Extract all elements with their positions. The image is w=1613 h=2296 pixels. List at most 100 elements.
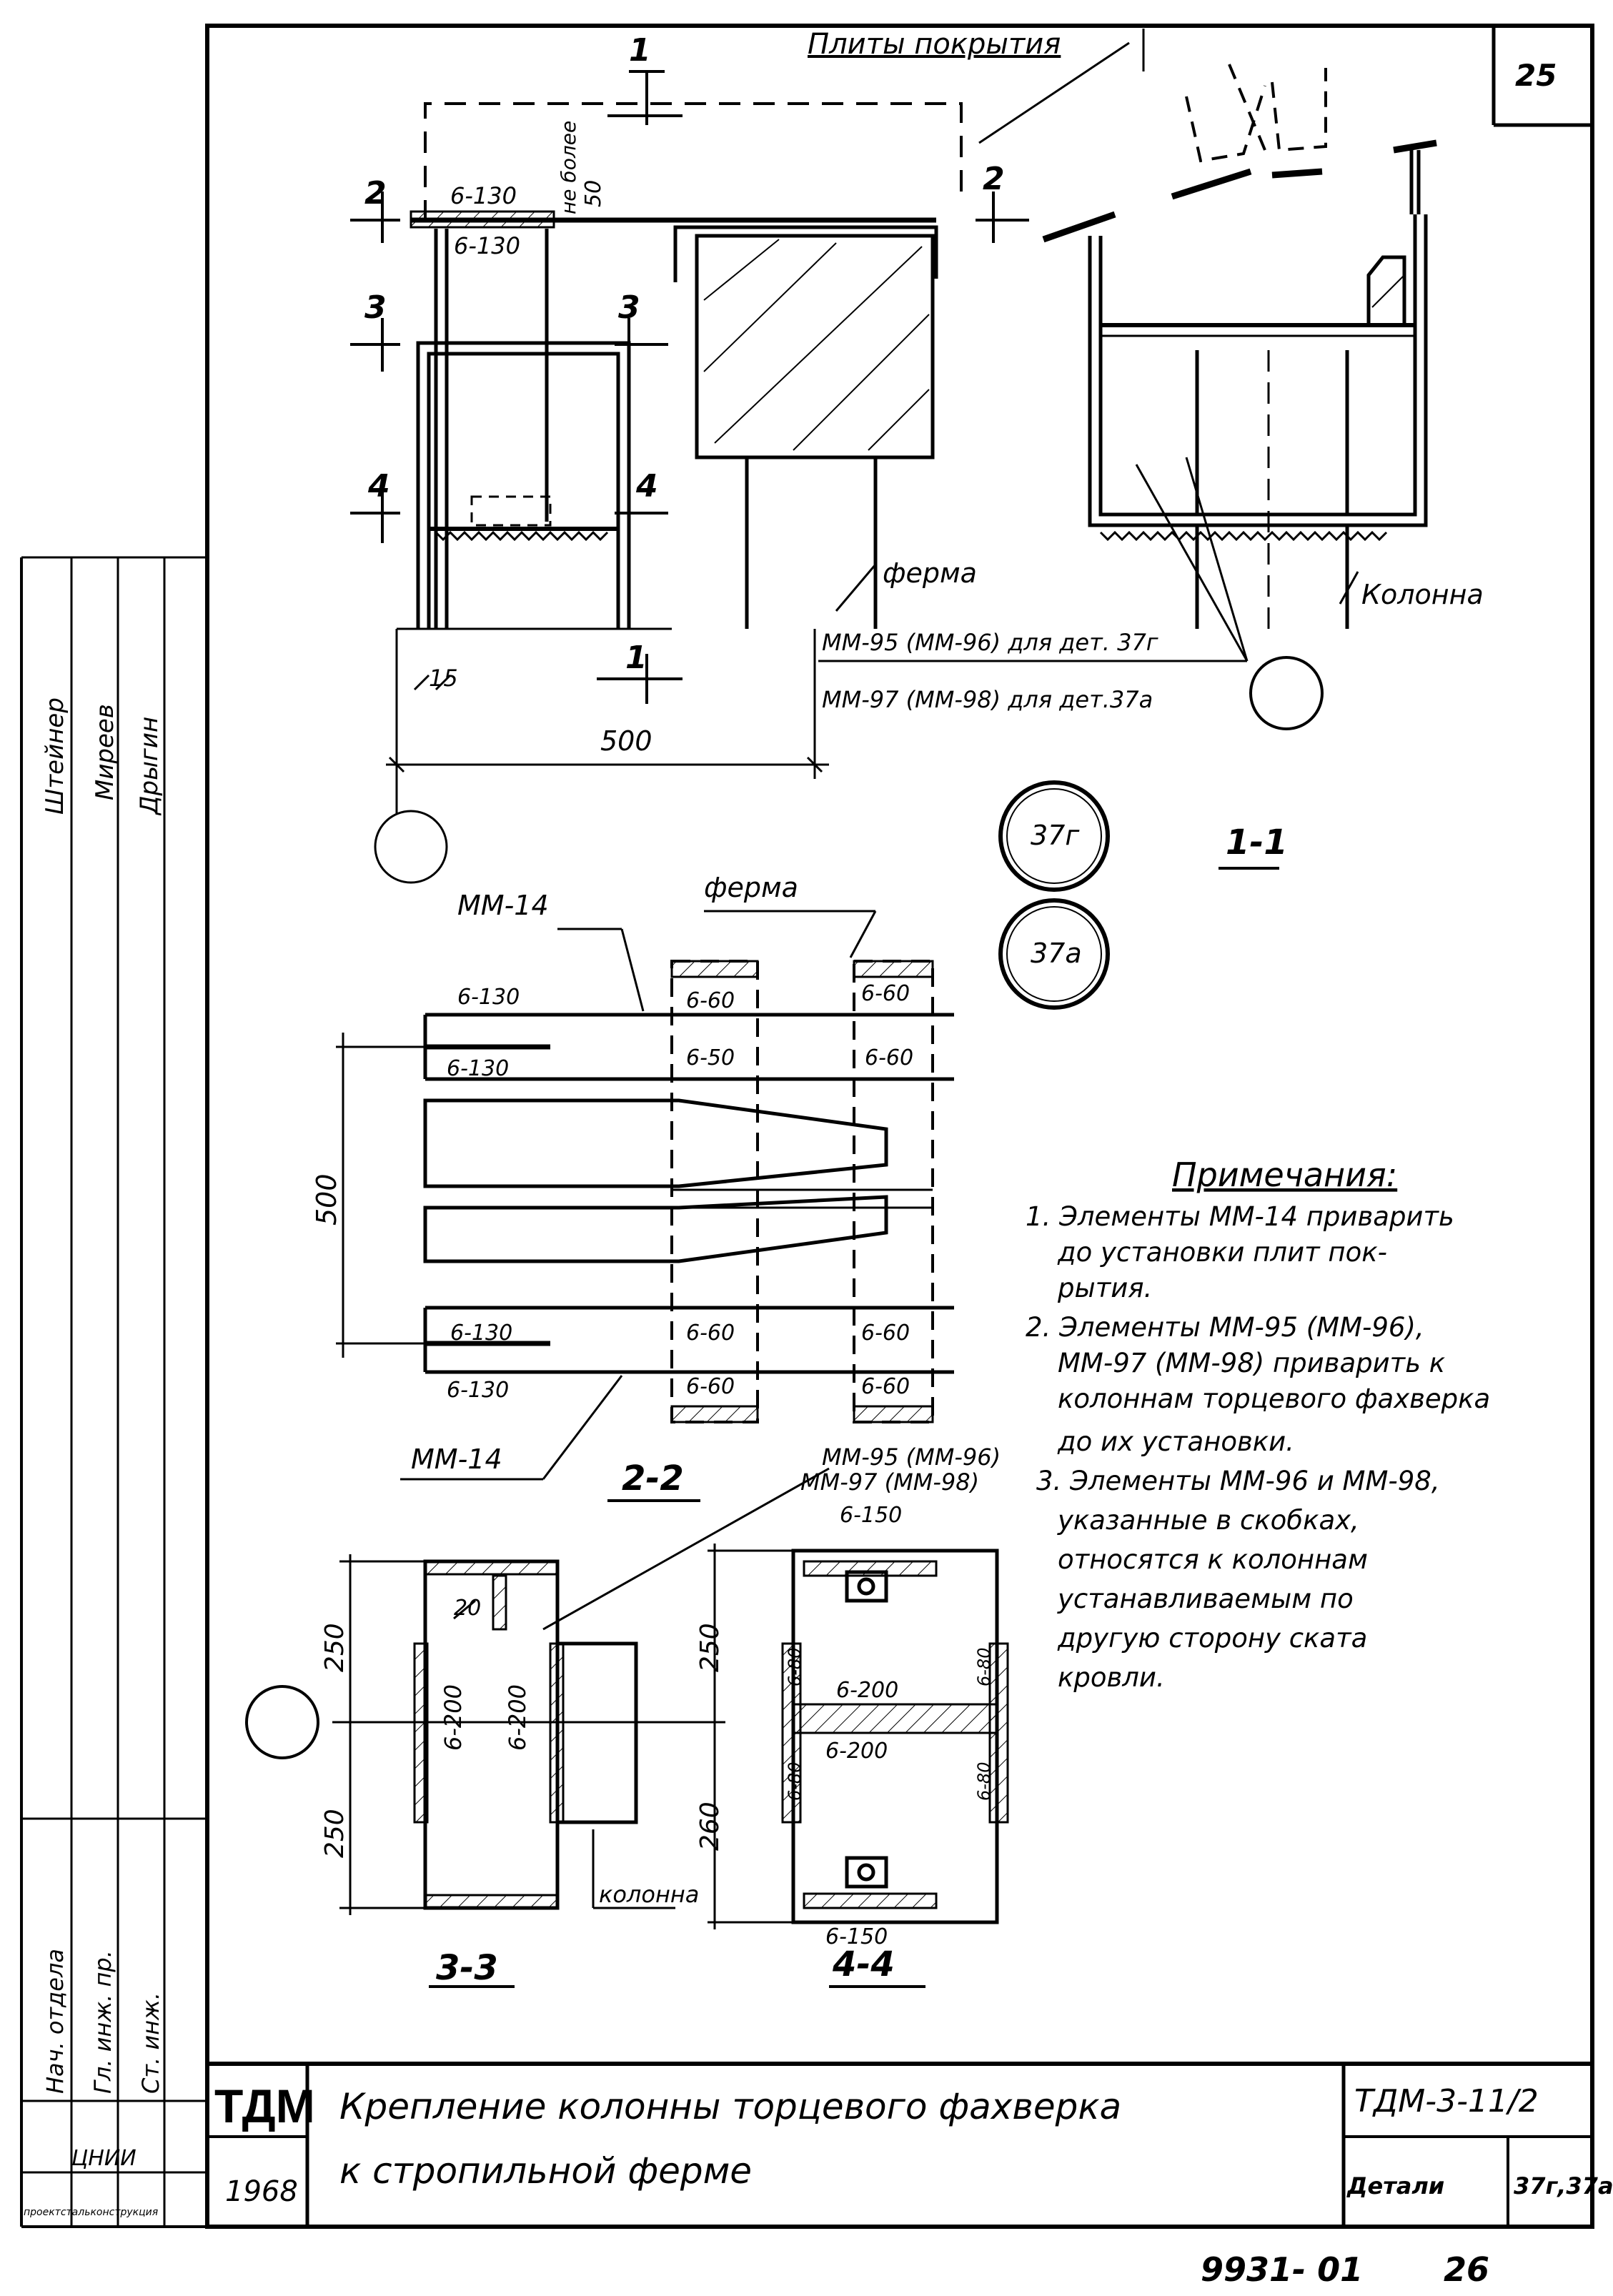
cut-2-left-label: 2 xyxy=(364,175,387,212)
section-4-4-view xyxy=(708,1544,1009,1988)
weld-label: 6-200 xyxy=(440,1684,467,1751)
section-2-labels: ММ-14 ММ-14 ферма 500 6-130 6-130 6-60 6… xyxy=(311,872,913,1499)
view-1-1-label: 1-1 xyxy=(1226,823,1288,863)
cut-1-top-label: 1 xyxy=(629,32,651,69)
callout-37g: 37г xyxy=(1031,820,1080,851)
view-2-2-label: 2-2 xyxy=(622,1458,684,1499)
weld-label: 6-60 xyxy=(686,988,735,1013)
dim-250-label: 250 xyxy=(695,1623,725,1672)
weld-label: 6-80 xyxy=(974,1648,994,1686)
mm14-top-label: ММ-14 xyxy=(457,890,549,921)
weld-label: 6-130 xyxy=(450,182,517,209)
cut-4-left-label: 4 xyxy=(367,468,390,505)
drawing-title-line1: Крепление колонны торцевого фахверка xyxy=(339,2086,1121,2127)
dim-20-label: 20 xyxy=(454,1596,481,1621)
truss-label: ферма xyxy=(704,872,798,903)
title-block: ТДМ 1968 Крепление колонны торцевого фах… xyxy=(214,2079,1613,2208)
weld-label: 6-130 xyxy=(447,1056,509,1081)
weld-top-label: 6-150 xyxy=(840,1503,902,1528)
mm97-label: ММ-97 (ММ-98) xyxy=(800,1468,979,1496)
weld-label: 6-60 xyxy=(861,981,910,1006)
caption-37g: ММ-95 (ММ-96) для дет. 37г xyxy=(822,629,1158,656)
drawing-title-line2: к стропильной ферме xyxy=(339,2150,752,2192)
weld-label: 6-130 xyxy=(457,985,520,1010)
weld-label: 6-60 xyxy=(686,1321,735,1346)
weld-label: 6-130 xyxy=(450,1321,512,1346)
sheet-number: 25 xyxy=(1515,58,1557,93)
weld-label: 6-80 xyxy=(785,1762,805,1801)
weld-label: 6-80 xyxy=(974,1762,994,1801)
dim-250-bottom-label: 250 xyxy=(320,1809,349,1858)
detail-label: Детали xyxy=(1346,2172,1444,2200)
section-3-labels: 250 250 20 6-200 6-200 колонна 3-3 xyxy=(320,1596,699,1988)
note-line: до их установки. xyxy=(1057,1426,1294,1457)
dim-500-label: 500 xyxy=(600,725,652,757)
dimensions-section-1 xyxy=(374,629,829,884)
notes-title: Примечания: xyxy=(1172,1156,1397,1194)
dim-15-label: 15 xyxy=(429,665,458,692)
note-line: 1. Элементы ММ-14 приварить xyxy=(1026,1201,1454,1232)
stamp-org: ЦНИИ xyxy=(71,2146,137,2171)
weld-label: 6-60 xyxy=(861,1374,910,1399)
stamp-role: Ст. инж. xyxy=(137,1992,164,2094)
column-label: Колонна xyxy=(1361,579,1484,610)
cut-3-right-label: 3 xyxy=(618,289,640,326)
note-line: относятся к колоннам xyxy=(1058,1544,1368,1575)
mm14-bottom-label: ММ-14 xyxy=(411,1443,502,1475)
section-4-labels: ММ-95 (ММ-96) ММ-97 (ММ-98) 6-150 6-150 … xyxy=(695,1443,1001,1984)
cut-3-left-label: 3 xyxy=(364,289,387,326)
section-2-2-plan xyxy=(336,910,954,1502)
dim-250-top-label: 250 xyxy=(320,1623,349,1672)
weld-label: 6-200 xyxy=(836,1678,898,1703)
cut-2-right-label: 2 xyxy=(983,161,1005,197)
section-1-labels: Плиты покрытия 1 1 2 2 3 3 4 4 6-130 6-1… xyxy=(364,28,1484,863)
view-4-4-label: 4-4 xyxy=(832,1944,895,1984)
weld-label: 6-60 xyxy=(686,1374,735,1399)
section-1-1-view xyxy=(818,29,1437,1010)
dim-260-label: 260 xyxy=(695,1801,725,1851)
weld-label: 6-200 xyxy=(825,1739,888,1764)
section-3-3-view xyxy=(245,1467,830,1988)
note-line: устанавливаемым по xyxy=(1057,1584,1354,1614)
detail-callouts: 37г 37а xyxy=(1031,820,1082,969)
cut-markers-section-1 xyxy=(350,70,1029,704)
note-line: до установки плит пок- xyxy=(1057,1237,1387,1268)
column-label: колонна xyxy=(599,1881,699,1908)
note-line: указанные в скобках, xyxy=(1057,1505,1359,1536)
weld-label: 6-130 xyxy=(454,232,520,259)
note-line: 2. Элементы ММ-95 (ММ-96), xyxy=(1026,1312,1424,1343)
drawing-code: ТДМ-3-11/2 xyxy=(1354,2083,1539,2119)
weld-label: 6-60 xyxy=(865,1045,913,1070)
stamp-name: Штейнер xyxy=(41,697,69,815)
note-line: рытия. xyxy=(1057,1273,1152,1303)
footer-page: 26 xyxy=(1444,2250,1489,2289)
note-max-label: не более xyxy=(557,121,580,214)
mm95-label: ММ-95 (ММ-96) xyxy=(822,1443,1001,1471)
weld-label: 6-130 xyxy=(447,1378,509,1403)
year-label: 1968 xyxy=(225,2175,298,2208)
note-line: кровли. xyxy=(1058,1662,1165,1693)
dim-500-label: 500 xyxy=(311,1173,342,1226)
detail-value: 37г,37а xyxy=(1514,2172,1613,2200)
note-line: 3. Элементы ММ-96 и ММ-98, xyxy=(1036,1466,1440,1496)
sheet-number-text: 25 xyxy=(1515,58,1557,93)
plates-label: Плиты покрытия xyxy=(808,28,1061,61)
footer-code: 9931- 01 xyxy=(1201,2250,1363,2289)
weld-label: 6-80 xyxy=(785,1648,805,1686)
notes-block: Примечания: 1. Элементы ММ-14 приварить … xyxy=(1026,1156,1490,1693)
stamp-org2: проектстальконструкция xyxy=(24,2207,158,2218)
weld-label: 6-200 xyxy=(504,1684,531,1751)
note-line: другую сторону ската xyxy=(1057,1623,1367,1654)
callout-37a: 37а xyxy=(1031,938,1082,969)
weld-label: 6-60 xyxy=(861,1321,910,1346)
sheet-frame xyxy=(20,24,1594,2229)
stamp-role: Гл. инж. пр. xyxy=(89,1950,116,2094)
stamp-role: Нач. отдела xyxy=(41,1949,69,2094)
note-line: ММ-97 (ММ-98) приварить к xyxy=(1058,1348,1446,1378)
caption-37a: ММ-97 (ММ-98) для дет.37а xyxy=(822,686,1153,713)
org-logo: ТДМ xyxy=(214,2079,315,2132)
cut-1-bottom-label: 1 xyxy=(625,640,647,676)
note-line: колоннам торцевого фахверка xyxy=(1058,1383,1490,1414)
footer: 9931- 01 26 xyxy=(1201,2250,1489,2289)
